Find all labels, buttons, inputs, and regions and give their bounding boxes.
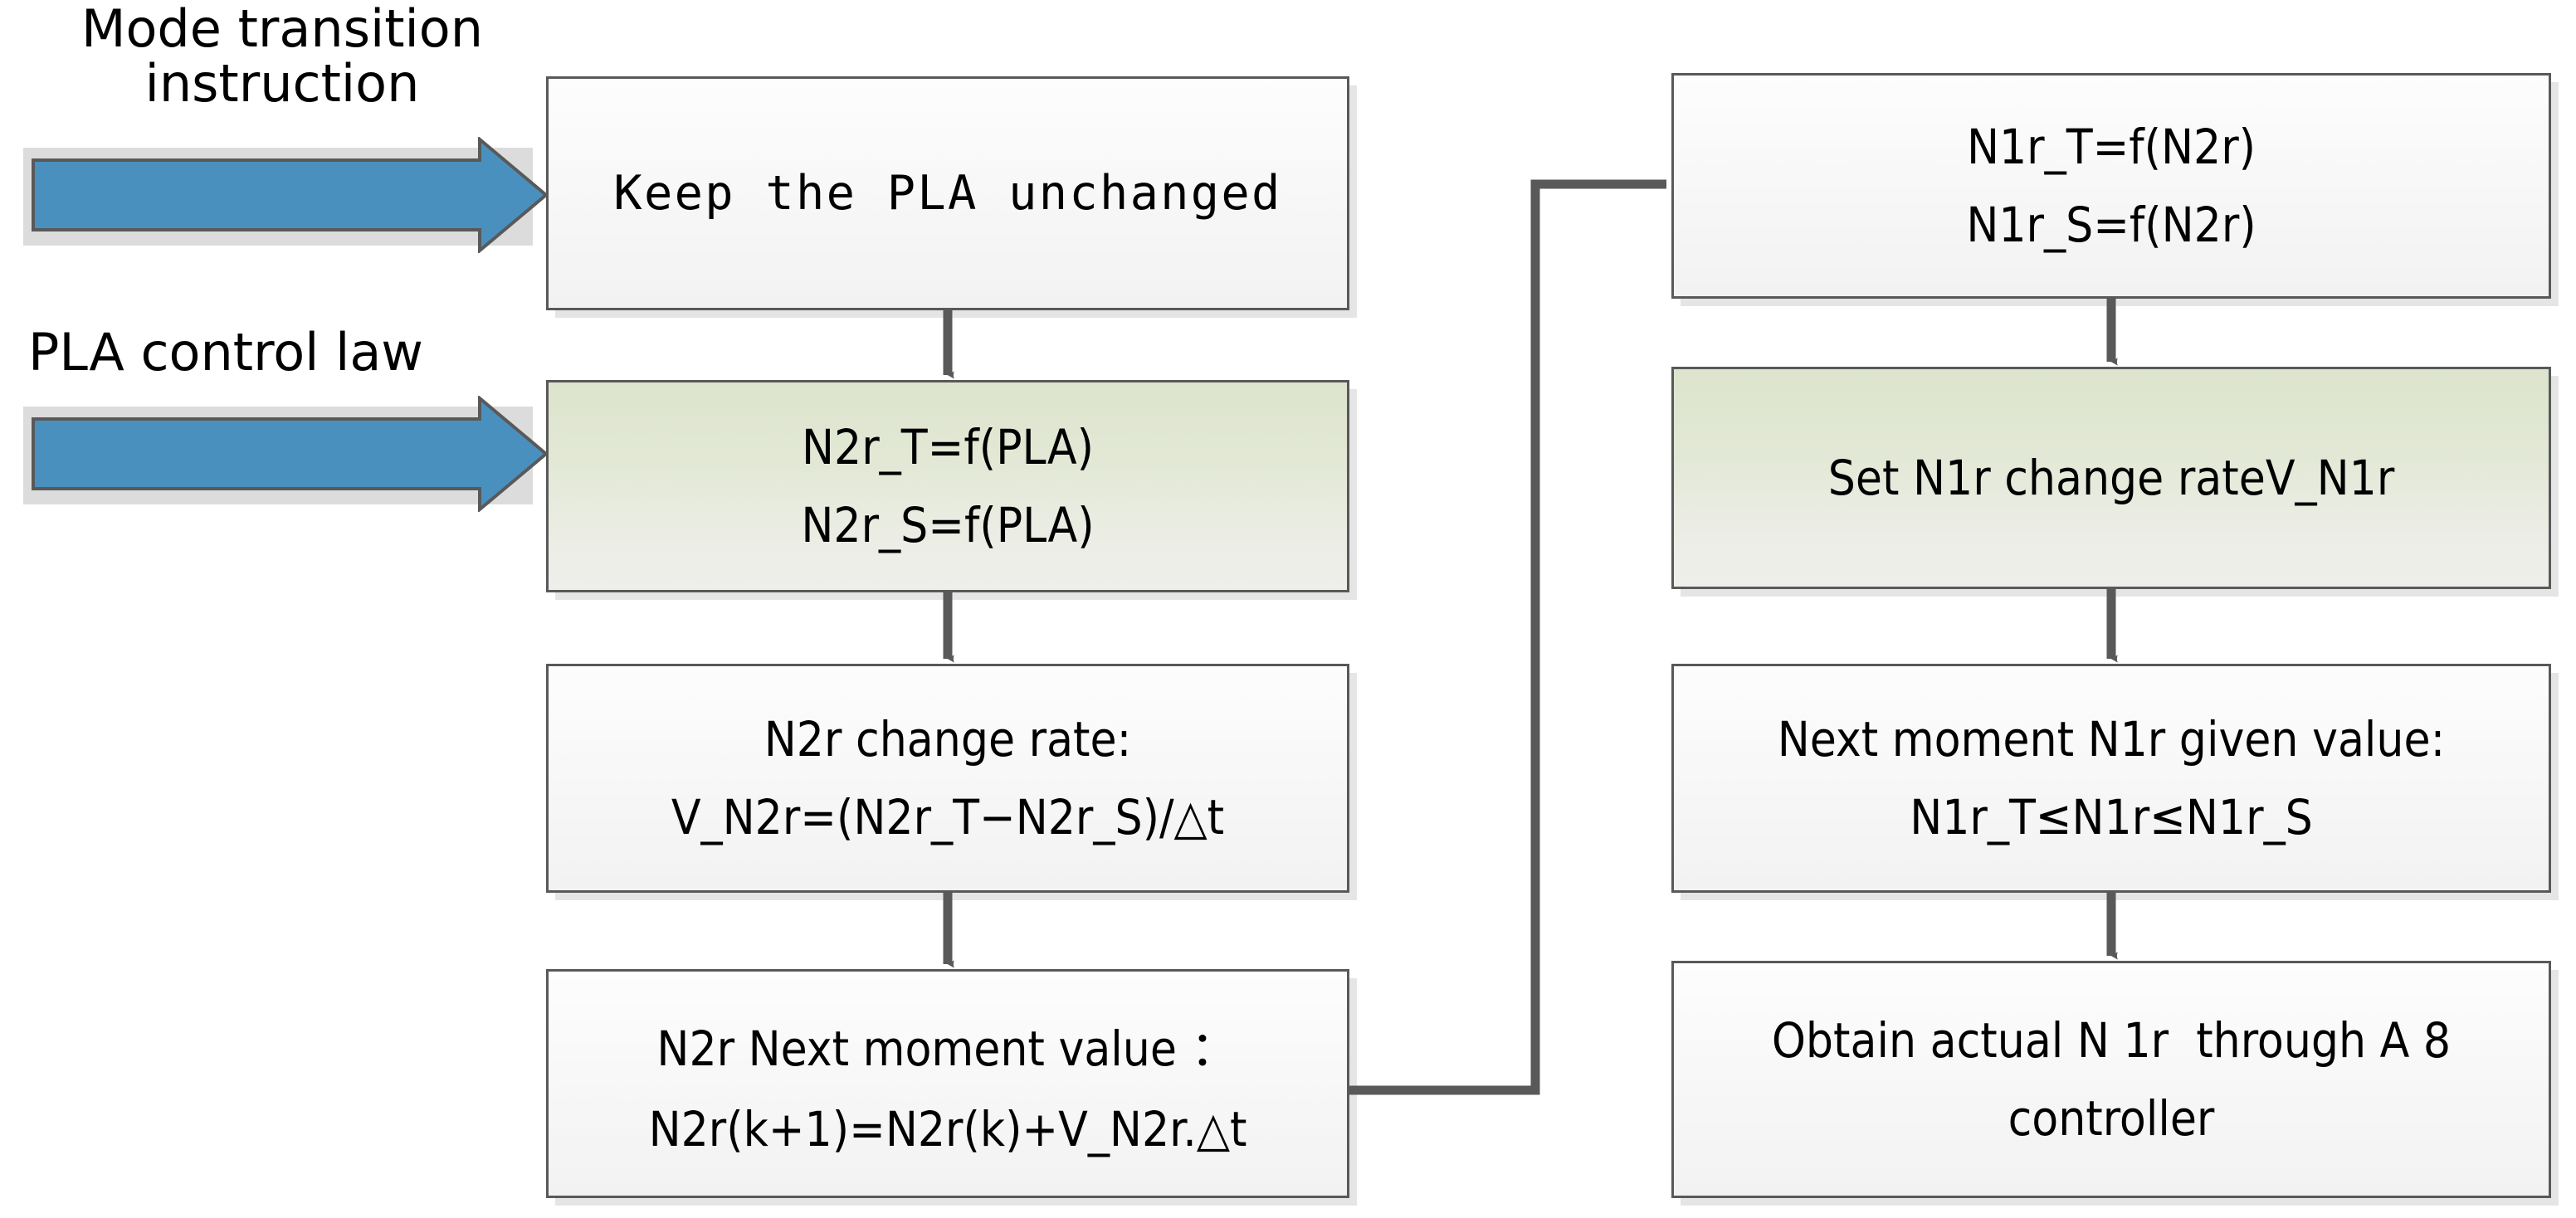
box-line: N2r change rate: (764, 710, 1132, 767)
box-obtain-actual-n1r[interactable]: Obtain actual N 1r through A 8 controlle… (1671, 961, 2551, 1198)
blue-arrow-mode-transition (32, 137, 548, 253)
box-line: Obtain actual N 1r through A 8 (1771, 1011, 2452, 1069)
box-line: N2r(k+1)=N2r(k)+V_N2r.△t (648, 1101, 1247, 1158)
box-keep-pla-unchanged[interactable]: Keep the PLA unchanged (546, 76, 1349, 310)
input-label-pla-control-law: PLA control law (28, 322, 424, 382)
box-line: Next moment N1r given value: (1777, 710, 2446, 767)
box-n2r-change-rate[interactable]: N2r change rate: V_N2r=(N2r_T−N2r_S)/△t (546, 664, 1349, 893)
box-n2r-next-moment-value[interactable]: N2r Next moment value ： N2r(k+1)=N2r(k)+… (546, 969, 1349, 1198)
input-label-mode-transition: Mode transition instruction (80, 0, 483, 114)
box-n1r-targets[interactable]: N1r_T=f(N2r) N1r_S=f(N2r) (1671, 73, 2551, 299)
box-line: Keep the PLA unchanged (613, 166, 1282, 221)
box-line: N1r_T=f(N2r) (1966, 118, 2256, 175)
box-line: N2r_S=f(PLA) (801, 497, 1095, 554)
box-line: N1r_S=f(N2r) (1966, 197, 2256, 254)
box-n2r-targets[interactable]: N2r_T=f(PLA) N2r_S=f(PLA) (546, 380, 1349, 592)
blue-arrow-pla-control-law (32, 396, 548, 512)
box-line: controller (2008, 1090, 2215, 1147)
box-line: N1r_T≤N1r≤N1r_S (1910, 789, 2313, 846)
box-set-n1r-change-rate[interactable]: Set N1r change rateV_N1r (1671, 367, 2551, 589)
box-line: N2r Next moment value ： (656, 1020, 1239, 1077)
box-n1r-next-moment-given-value[interactable]: Next moment N1r given value: N1r_T≤N1r≤N… (1671, 664, 2551, 893)
connector-n2r-next-value-to-n1r-targets (1349, 179, 1667, 1095)
box-line: V_N2r=(N2r_T−N2r_S)/△t (671, 789, 1225, 846)
box-line: N2r_T=f(PLA) (802, 418, 1094, 475)
box-line: Set N1r change rateV_N1r (1827, 450, 2395, 506)
